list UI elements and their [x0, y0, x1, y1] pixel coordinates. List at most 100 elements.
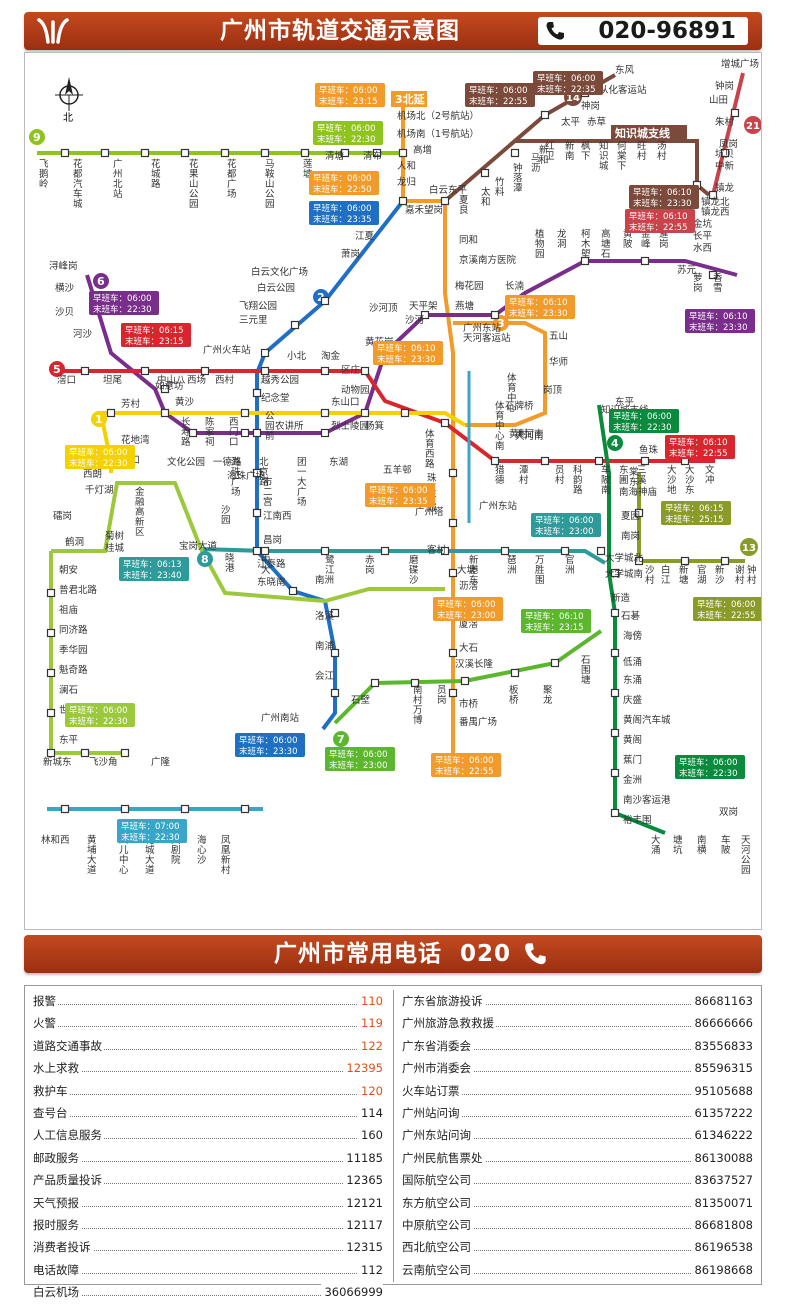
station-label[interactable]: 钟落潭 [513, 162, 523, 194]
station-label[interactable]: 人和 [397, 161, 416, 172]
station-label[interactable]: 萝岗 [693, 273, 703, 294]
station-marker[interactable] [610, 608, 620, 618]
station-marker[interactable] [46, 708, 56, 718]
station-label[interactable]: 官湖 [697, 564, 707, 586]
station-label[interactable]: 马鞍山公园 [265, 159, 275, 210]
station-marker[interactable] [46, 628, 56, 638]
station-label[interactable]: 花果山公园 [189, 158, 199, 210]
station-label[interactable]: 昌岗 [263, 535, 282, 546]
station-label[interactable]: 中山八 [157, 374, 186, 386]
station-label[interactable]: 客村 [427, 544, 447, 556]
station-label[interactable]: 塘坑 [673, 834, 683, 856]
station-label[interactable]: 鹤洞 [65, 536, 84, 548]
phone-number[interactable]: 11185 [343, 1146, 383, 1170]
station-label[interactable]: 南洲 [315, 574, 334, 586]
phone-number[interactable]: 86198668 [691, 1258, 753, 1282]
station-marker[interactable] [640, 256, 650, 266]
station-marker[interactable] [410, 678, 420, 688]
station-marker[interactable] [260, 546, 270, 556]
station-label[interactable]: 长湳 [505, 280, 524, 292]
line-guangfo-south[interactable] [49, 551, 125, 755]
phone-number[interactable]: 86196538 [691, 1236, 753, 1259]
phone-number[interactable]: 12365 [343, 1169, 383, 1192]
station-label[interactable]: 动物园 [341, 384, 370, 396]
station-label[interactable]: 南村万博 [413, 684, 423, 726]
station-label[interactable]: 沙贝 [55, 307, 74, 318]
station-label[interactable]: 裕丰围 [623, 814, 652, 826]
station-marker[interactable] [448, 518, 458, 528]
station-label[interactable]: 钟岗 [715, 80, 734, 92]
station-marker[interactable] [440, 196, 450, 206]
station-marker[interactable] [330, 688, 340, 698]
station-label[interactable]: 万胜围 [535, 555, 545, 586]
station-label[interactable]: 白江 [661, 564, 671, 586]
station-label[interactable]: 板桥 [509, 684, 519, 706]
station-label[interactable]: 一德路 [213, 456, 242, 468]
station-marker[interactable] [510, 148, 520, 158]
station-label[interactable]: 公园前 [265, 411, 275, 442]
station-label[interactable]: 陈家祠 [205, 416, 215, 448]
phone-number[interactable]: 36066999 [321, 1281, 383, 1304]
station-label[interactable]: 澜石 [59, 685, 78, 696]
station-label[interactable]: 千灯湖 [85, 485, 114, 496]
station-label[interactable]: 大学城北 [605, 552, 644, 564]
station-label[interactable]: 长平 [693, 230, 713, 242]
station-marker[interactable] [448, 648, 458, 658]
station-label[interactable]: 浔峰岗 [49, 261, 78, 272]
station-label[interactable]: 体育西路 [425, 428, 435, 470]
station-marker[interactable] [160, 408, 170, 418]
phone-number[interactable]: 122 [358, 1034, 383, 1058]
station-marker[interactable] [380, 546, 390, 556]
station-label[interactable]: 礌岗 [53, 511, 72, 522]
station-label[interactable]: 沙河 [405, 314, 425, 326]
station-label[interactable]: 高增 [413, 144, 432, 156]
station-marker[interactable] [120, 804, 130, 814]
station-label[interactable]: 白云文化广场 [251, 266, 308, 278]
phone-number[interactable]: 12117 [343, 1213, 383, 1237]
station-label[interactable]: 海心沙 [197, 834, 207, 866]
station-label[interactable]: 广州东站 [479, 500, 518, 512]
station-label[interactable]: 季华园 [59, 644, 88, 656]
station-label[interactable]: 萧岗 [341, 248, 360, 260]
station-marker[interactable] [140, 148, 150, 158]
station-label[interactable]: 纪念堂 [261, 392, 290, 404]
station-marker[interactable] [610, 728, 620, 738]
station-marker[interactable] [610, 688, 620, 698]
station-label[interactable]: 新沙 [715, 564, 725, 586]
station-label[interactable]: 大沙地 [667, 464, 677, 496]
station-label[interactable]: 鱼珠 [639, 444, 659, 456]
station-marker[interactable] [252, 428, 262, 438]
station-label[interactable]: 北京路 [259, 457, 269, 488]
station-label[interactable]: 林和西 [41, 834, 70, 846]
station-marker[interactable] [594, 456, 604, 466]
station-marker[interactable] [140, 366, 150, 376]
station-label[interactable]: 花地湾 [121, 434, 150, 446]
station-label[interactable]: 东涌 [623, 674, 642, 686]
station-marker[interactable] [252, 508, 262, 518]
line-21[interactable] [711, 72, 745, 196]
station-label[interactable]: 莲塘 [303, 158, 313, 180]
station-label[interactable]: 员岗 [437, 685, 447, 706]
phone-number[interactable]: 86681808 [691, 1213, 753, 1237]
station-label[interactable]: 暹岗 [659, 229, 669, 250]
station-marker[interactable] [240, 804, 250, 814]
station-marker[interactable] [610, 808, 620, 818]
station-label[interactable]: 科韵路 [573, 464, 583, 496]
station-label[interactable]: 同和 [459, 235, 478, 246]
station-label[interactable]: 芳村 [121, 398, 141, 410]
station-label[interactable]: 知识城 [599, 140, 609, 172]
station-label[interactable]: 凤岗 [719, 139, 738, 150]
station-label[interactable]: 镇龙北 [701, 196, 730, 208]
station-label[interactable]: 竹料 [495, 176, 505, 198]
station-label[interactable]: 东湖 [329, 456, 348, 468]
station-marker[interactable] [680, 556, 690, 566]
station-label[interactable]: 长寿路 [181, 416, 191, 448]
station-label[interactable]: 市桥 [459, 698, 479, 710]
station-marker[interactable] [372, 148, 382, 158]
station-marker[interactable] [580, 256, 590, 266]
station-label[interactable]: 洛溪 [315, 610, 335, 622]
station-label[interactable]: 东平 [59, 734, 79, 746]
station-label[interactable]: 黄村 [509, 428, 529, 440]
station-label[interactable]: 南浦 [315, 640, 335, 652]
station-label[interactable]: 凤凰新村 [221, 835, 231, 876]
